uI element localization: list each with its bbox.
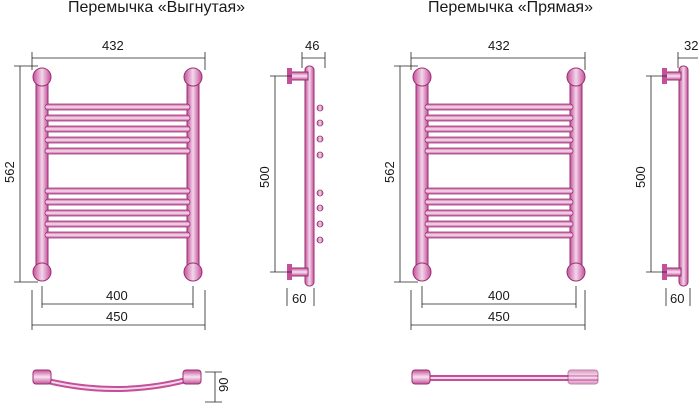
dim-overall-width-curved: 432 [102,38,124,53]
variant-title-curved: Перемычка «Выгнутая» [68,0,246,16]
dim-overall-width-straight: 432 [488,38,510,53]
dim-inner-width-straight: 400 [488,288,510,303]
dim-overall-height-curved: 562 [2,161,17,183]
dim-outer-width-straight: 450 [488,309,510,324]
dim-inner-width-curved: 400 [106,288,128,303]
dim-outer-width-curved: 450 [106,309,128,324]
dim-mount-height-straight: 500 [633,166,648,188]
front-view-straight [412,67,586,282]
side-dimensions-straight [646,52,698,306]
dim-overall-height-straight: 562 [382,161,397,183]
variant-title-straight: Перемычка «Прямая» [428,0,593,16]
front-view-curved [32,67,203,282]
dimensions-straight [394,52,586,330]
top-view-curved [32,369,202,392]
top-view-straight [411,369,599,385]
side-view-straight [662,65,689,287]
dim-depth-top-curved: 46 [305,38,319,53]
dim-depth-top-straight: 32 [684,38,698,53]
side-dimensions-curved [270,52,326,306]
dimensions-curved [14,52,206,330]
dim-depth-bottom-curved: 60 [292,291,306,306]
dim-depth-bottom-straight: 60 [670,291,684,306]
dim-mount-height-curved: 500 [257,166,272,188]
side-view-curved [287,65,324,287]
dim-bottom-depth-curved: 90 [216,378,231,392]
